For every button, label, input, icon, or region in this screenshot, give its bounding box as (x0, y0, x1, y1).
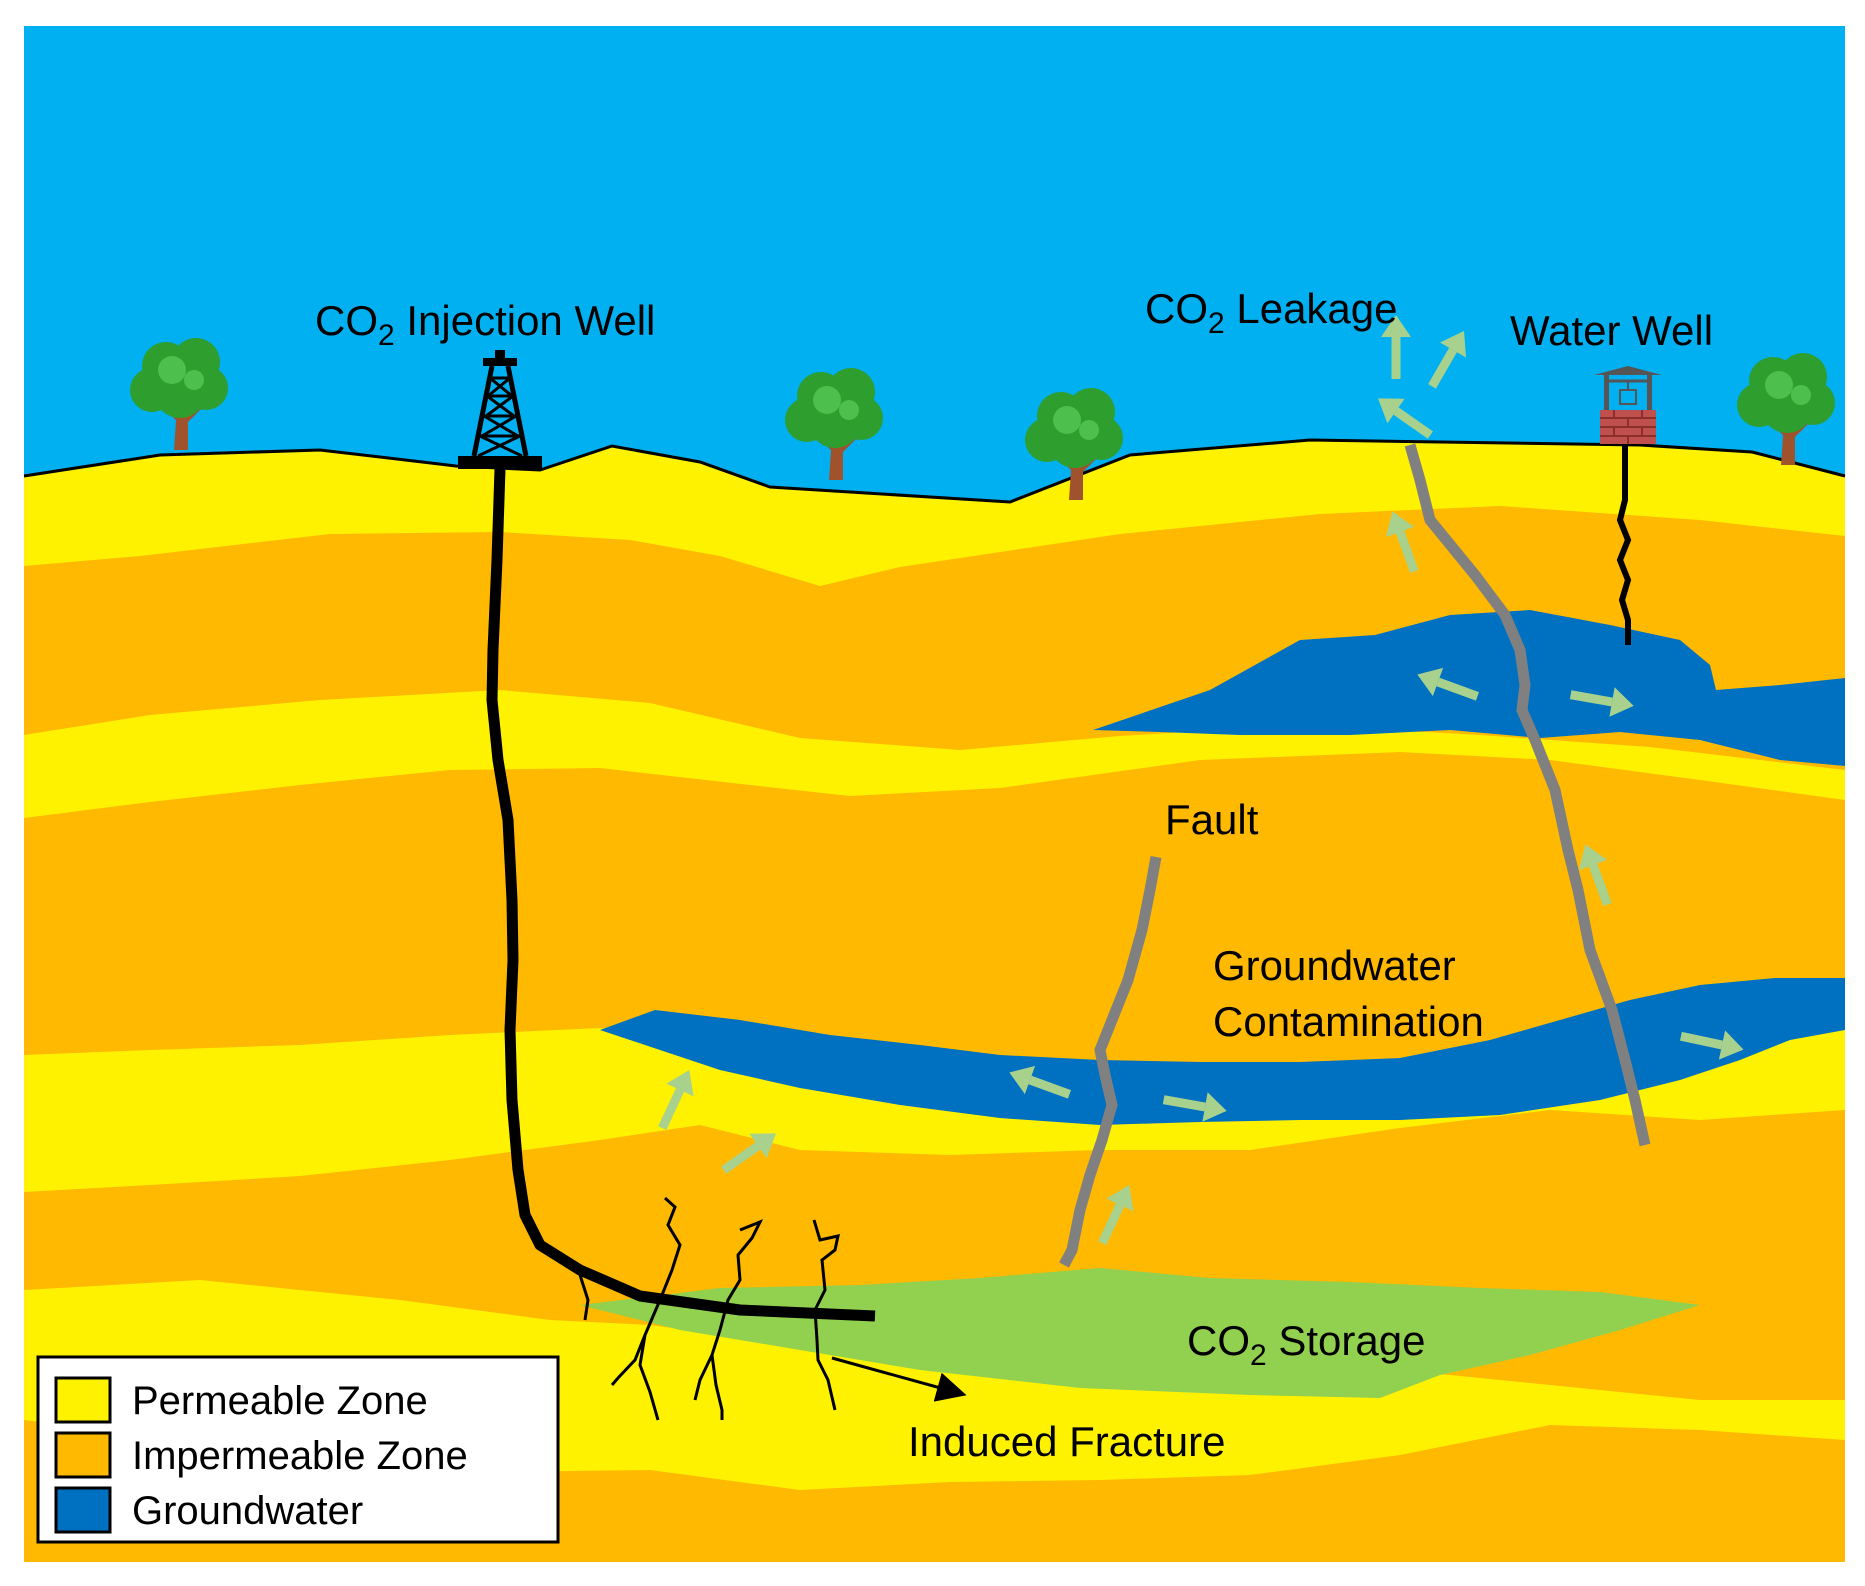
legend-swatch (54, 1431, 112, 1479)
ground-surface (23, 438, 1846, 504)
derrick-icon (458, 350, 542, 469)
fault-label: Fault (1165, 796, 1259, 843)
permeable-zone-2 (24, 690, 1845, 818)
groundwater-lower (600, 978, 1845, 1125)
fault-lower (1059, 856, 1162, 1268)
legend-swatch (54, 1486, 112, 1534)
induced-fracture-label: Induced Fracture (908, 1418, 1226, 1465)
fault-upper (1404, 443, 1651, 1147)
groundwater-contamination-label-line1: Groundwater (1213, 942, 1456, 989)
water-well-icon (1594, 366, 1662, 444)
legend-label: Impermeable Zone (132, 1434, 468, 1478)
induced-fracture-pointer (831, 1356, 967, 1402)
injection-well-label: CO2 Injection Well (315, 297, 655, 352)
injection-wellbore (486, 468, 876, 1322)
co2-storage-zone (580, 1268, 1700, 1398)
legend-label: Permeable Zone (132, 1379, 428, 1423)
legend-label: Groundwater (132, 1489, 363, 1533)
groundwater-contamination-label-line2: Contamination (1213, 998, 1484, 1045)
co2-storage-label: CO2 Storage (1187, 1317, 1425, 1372)
permeable-zone-1 (24, 440, 1845, 586)
sky (24, 26, 1845, 502)
induced-fractures (578, 1196, 840, 1421)
co2-leakage-label: CO2 Leakage (1145, 285, 1398, 340)
water-well-bore (1616, 445, 1632, 645)
legend-swatch (54, 1376, 112, 1424)
groundwater-upper (1093, 610, 1845, 766)
water-well-label: Water Well (1510, 307, 1713, 354)
